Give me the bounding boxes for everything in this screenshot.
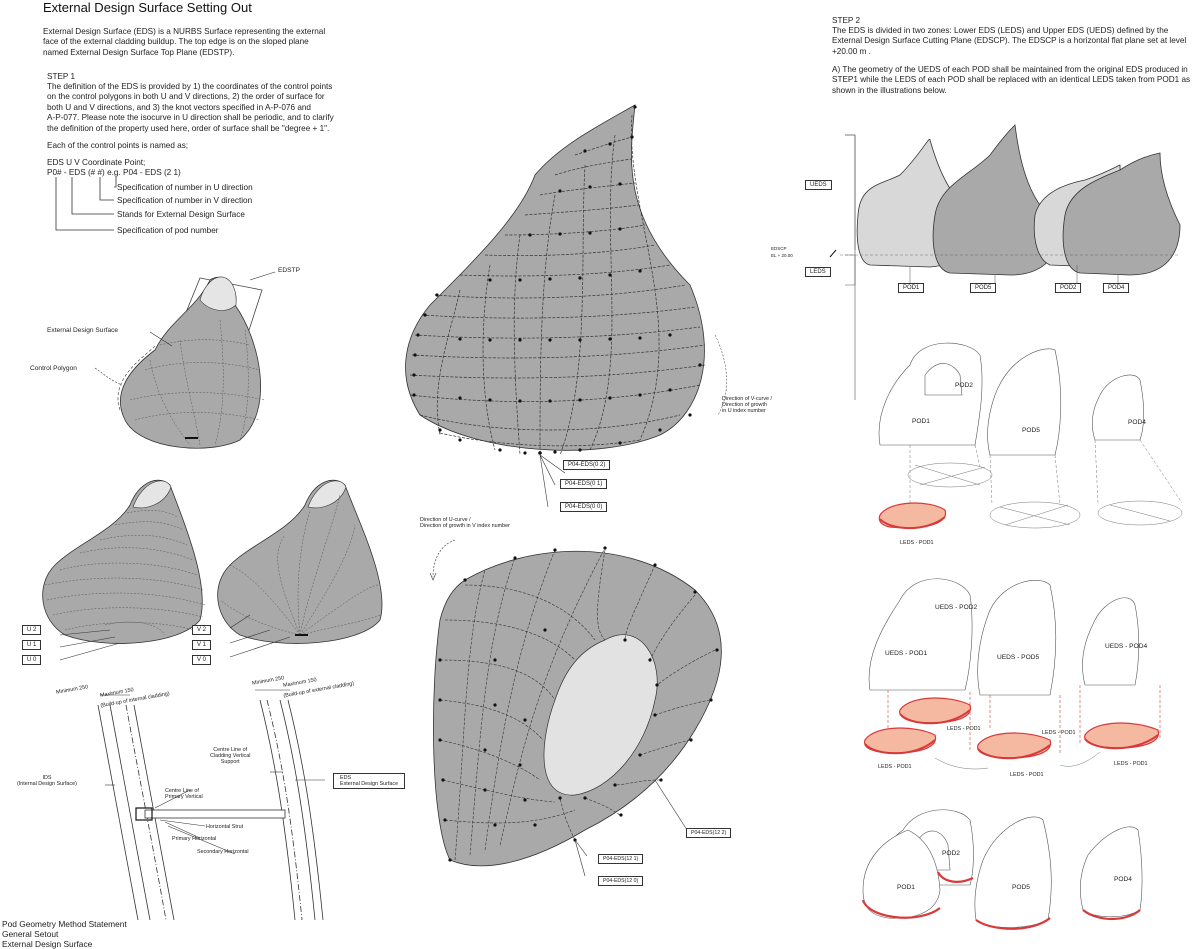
control-polygon-plan bbox=[433, 546, 722, 877]
ueds-box: UEDS bbox=[805, 180, 832, 190]
axo3-pod4: POD4 bbox=[1114, 876, 1132, 883]
v1-box: V 1 bbox=[192, 640, 212, 650]
axo1-leds-label: LEDS - POD1 bbox=[900, 540, 934, 546]
step2-body2: A) The geometry of the UEDS of each POD … bbox=[832, 65, 1191, 95]
u-direction-arrow bbox=[429, 539, 456, 581]
elev-pod1: POD1 bbox=[898, 283, 925, 293]
axo1-pod1: POD1 bbox=[912, 418, 930, 425]
axo3-pod1: POD1 bbox=[897, 884, 915, 891]
control-polygon-elevation bbox=[405, 104, 727, 508]
leds-box: LEDS bbox=[805, 267, 831, 277]
axo1-pod2: POD2 bbox=[955, 382, 973, 389]
coord-title: EDS U V Coordinate Point; bbox=[47, 158, 146, 167]
point-12-2: P04-EDS(12 2) bbox=[686, 828, 732, 838]
v-isocurve-figure bbox=[217, 479, 383, 658]
centre-cladding-label: Centre Line of Cladding Vertical Support bbox=[210, 747, 251, 765]
u1-box: U 1 bbox=[22, 640, 42, 650]
axo2-pod5: UEDS - POD5 bbox=[997, 654, 1040, 661]
axo1-pod4: POD4 bbox=[1128, 419, 1146, 426]
step1-body: The definition of the EDS is provided by… bbox=[47, 82, 334, 133]
point-0-1: P04-EDS(0 1) bbox=[560, 479, 608, 489]
axo-figure-2 bbox=[863, 578, 1161, 770]
point-12-1: P04-EDS(12 1) bbox=[598, 854, 644, 864]
step2-body: The EDS is divided in two zones: Lower E… bbox=[832, 26, 1187, 56]
axo2-leds-4: LEDS - POD1 bbox=[1010, 772, 1044, 778]
u-isocurve-figure bbox=[42, 479, 206, 661]
page-title: External Design Surface Setting Out bbox=[43, 0, 252, 15]
legend-pod: Specification of pod number bbox=[117, 226, 219, 235]
axo-figure-1 bbox=[878, 342, 1183, 530]
axo2-leds-1: LEDS - POD1 bbox=[947, 726, 981, 732]
footer-line1: Pod Geometry Method Statement bbox=[2, 919, 127, 929]
eds-box-label: EDS External Design Surface bbox=[333, 773, 406, 789]
axo2-pod4: UEDS - POD4 bbox=[1105, 643, 1148, 650]
cladding-section-figure bbox=[97, 689, 325, 921]
legend-u: Specification of number in U direction bbox=[117, 183, 253, 192]
u2-box: U 2 bbox=[22, 625, 42, 635]
u0-box: U 0 bbox=[22, 655, 42, 665]
pod-elevation-figure bbox=[829, 124, 1181, 400]
axo2-leds-3: LEDS - POD1 bbox=[878, 764, 912, 770]
step2-heading: STEP 2 bbox=[832, 16, 861, 25]
step1-naming-note: Each of the control points is named as; bbox=[47, 141, 189, 150]
edscp-el-label: EL + 20.00 bbox=[771, 253, 793, 258]
pod-eds-figure bbox=[94, 271, 276, 449]
axo-figure-3 bbox=[861, 809, 1143, 930]
axo2-leds-5: LEDS - POD1 bbox=[1114, 761, 1148, 767]
horizontal-strut-label: Horizontal Strut bbox=[206, 824, 244, 830]
axo2-leds-2: LEDS - POD1 bbox=[1042, 730, 1076, 736]
point-0-2: P04-EDS(0 2) bbox=[563, 460, 611, 470]
v2-box: V 2 bbox=[192, 625, 212, 635]
primary-horizontal-label: Primary Horizontal bbox=[172, 836, 217, 842]
u-direction-label: Direction of U-curve / Direction of grow… bbox=[420, 517, 510, 529]
step1-heading: STEP 1 bbox=[47, 72, 76, 81]
centre-primary-label: Centre Line of Primary Vertical bbox=[165, 788, 203, 800]
axo2-pod1: UEDS - POD1 bbox=[885, 650, 928, 657]
edscp-label: EDSCP bbox=[771, 246, 787, 251]
footer-line2: General Setout bbox=[2, 929, 59, 939]
legend-eds: Stands for External Design Surface bbox=[117, 210, 245, 219]
eds-label: External Design Surface bbox=[47, 327, 119, 334]
legend-v: Specification of number in V direction bbox=[117, 196, 253, 205]
elev-pod2: POD2 bbox=[1055, 283, 1082, 293]
axo1-pod5: POD5 bbox=[1022, 427, 1040, 434]
elev-pod5: POD5 bbox=[970, 283, 997, 293]
intro-text: External Design Surface (EDS) is a NURBS… bbox=[43, 27, 326, 57]
point-0-0: P04-EDS(0 0) bbox=[560, 502, 608, 512]
coord-format: P0# - EDS (# #) e.g. P04 - EDS (2 1) bbox=[47, 168, 181, 177]
v-direction-label: Direction of V-curve / Direction of grow… bbox=[722, 396, 773, 414]
coord-legend-lines bbox=[55, 177, 117, 231]
axo3-pod2: POD2 bbox=[942, 850, 960, 857]
ids-label: IDS (Internal Design Surface) bbox=[17, 775, 77, 787]
edstp-label: EDSTP bbox=[278, 267, 300, 274]
footer-line3: External Design Surface bbox=[2, 939, 93, 949]
secondary-horizontal-label: Secondary Horizontal bbox=[197, 849, 249, 855]
control-polygon-label: Control Polygon bbox=[30, 365, 77, 372]
point-12-0: P04-EDS(12 0) bbox=[598, 876, 644, 886]
axo3-pod5: POD5 bbox=[1012, 884, 1030, 891]
v0-box: V 0 bbox=[192, 655, 212, 665]
axo2-pod2: UEDS - POD2 bbox=[935, 604, 978, 611]
elev-pod4: POD4 bbox=[1103, 283, 1130, 293]
